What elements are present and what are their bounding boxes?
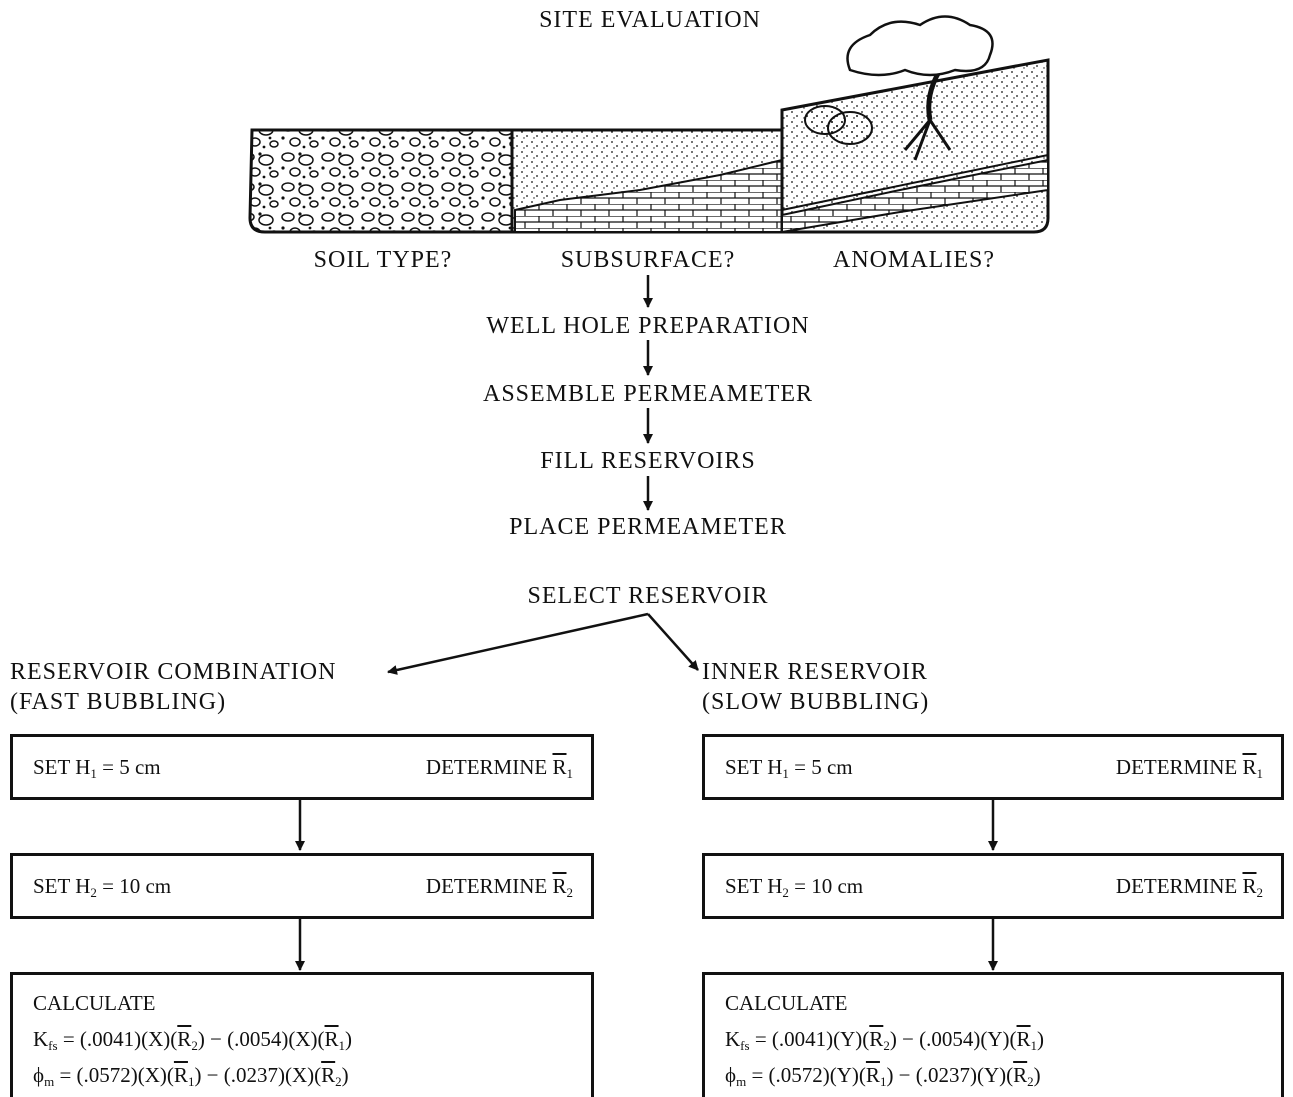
step-fill-reservoirs: FILL RESERVOIRS (540, 448, 756, 474)
left-determine-r2-label: DETERMINE R2 (425, 874, 573, 900)
right-determine-r1-label: DETERMINE R1 (1115, 755, 1263, 781)
question-soil-type: SOIL TYPE? (313, 247, 453, 273)
step-well-hole-preparation: WELL HOLE PREPARATION (486, 313, 810, 339)
right-set-h1-label: SET H1 = 5 cm (725, 755, 853, 781)
right-calculate-label: CALCULATE (725, 991, 848, 1015)
step-select-reservoir: SELECT RESERVOIR (527, 583, 769, 609)
right-branch-title: INNER RESERVOIR (702, 659, 928, 685)
step-place-permeameter: PLACE PERMEAMETER (509, 514, 787, 540)
right-determine-r2-label: DETERMINE R2 (1115, 874, 1263, 900)
right-set-h2-box: SET H2 = 10 cm DETERMINE R2 (702, 853, 1284, 919)
right-calculate-box: CALCULATE Kfs = (.0041)(Y)(R2) − (.0054)… (702, 972, 1284, 1097)
left-set-h2-box: SET H2 = 10 cm DETERMINE R2 (10, 853, 594, 919)
arrow-to-left-branch (387, 612, 649, 675)
left-determine-r1-label: DETERMINE R1 (425, 755, 573, 781)
right-phim-equation: ϕm = (.0572)(Y)(R1) − (.0237)(Y)(R2) (725, 1063, 1041, 1089)
left-branch-title: RESERVOIR COMBINATION (10, 659, 337, 685)
left-kfs-equation: Kfs = (.0041)(X)(R2) − (.0054)(X)(R1) (33, 1027, 353, 1053)
question-subsurface: SUBSURFACE? (560, 247, 736, 273)
left-phim-equation: ϕm = (.0572)(X)(R1) − (.0237)(X)(R2) (33, 1063, 349, 1089)
step-assemble-permeameter: ASSEMBLE PERMEAMETER (482, 381, 814, 407)
site-evaluation-title: SITE EVALUATION (539, 7, 761, 33)
left-set-h1-label: SET H1 = 5 cm (33, 755, 161, 781)
right-kfs-equation: Kfs = (.0041)(Y)(R2) − (.0054)(Y)(R1) (725, 1027, 1045, 1053)
left-set-h1-box: SET H1 = 5 cm DETERMINE R1 (10, 734, 594, 800)
right-branch-subtitle: (SLOW BUBBLING) (702, 689, 930, 715)
right-set-h2-label: SET H2 = 10 cm (725, 874, 864, 900)
left-calculate-box: CALCULATE Kfs = (.0041)(X)(R2) − (.0054)… (10, 972, 594, 1097)
right-set-h1-box: SET H1 = 5 cm DETERMINE R1 (702, 734, 1284, 800)
left-branch-subtitle: (FAST BUBBLING) (10, 689, 227, 715)
left-set-h2-label: SET H2 = 10 cm (33, 874, 172, 900)
arrow-to-right-branch (647, 613, 699, 671)
question-anomalies: ANOMALIES? (833, 247, 995, 273)
tree-illustration (804, 15, 994, 161)
left-calculate-label: CALCULATE (33, 991, 156, 1015)
soil-profile-illustration (248, 58, 1050, 234)
